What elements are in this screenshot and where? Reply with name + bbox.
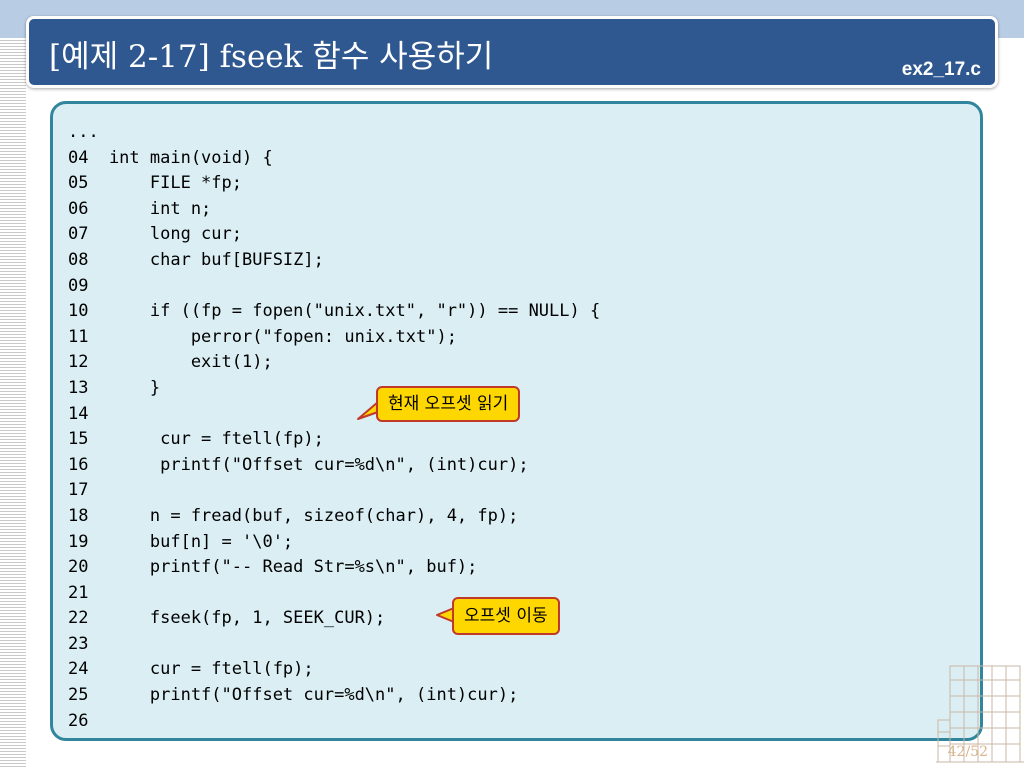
code-line: 17 <box>68 480 89 501</box>
code-line: 23 <box>68 633 89 654</box>
code-line: 11 perror("fopen: unix.txt"); <box>68 326 457 347</box>
code-line: 18 n = fread(buf, sizeof(char), 4, fp); <box>68 505 519 526</box>
page-number: 42/52 <box>947 744 988 760</box>
code-line: 16 printf("Offset cur=%d\n", (int)cur); <box>68 454 529 475</box>
code-line: 25 printf("Offset cur=%d\n", (int)cur); <box>68 685 519 706</box>
code-line: 22 fseek(fp, 1, SEEK_CUR); <box>68 608 386 629</box>
title-bar: [예제 2-17] fseek 함수 사용하기 ex2_17.c <box>26 16 998 88</box>
code-line: 20 printf("-- Read Str=%s\n", buf); <box>68 557 478 578</box>
code-line: 04 int main(void) { <box>68 147 273 168</box>
code-line: ... <box>68 122 99 142</box>
file-name-label: ex2_17.c <box>901 59 981 80</box>
code-line: 07 long cur; <box>68 224 242 245</box>
code-line: 08 char buf[BUFSIZ]; <box>68 249 324 270</box>
left-stripe-decoration <box>0 38 26 768</box>
code-line: 19 buf[n] = '\0'; <box>68 531 294 552</box>
code-line: 15 cur = ftell(fp); <box>68 429 324 450</box>
code-line: 24 cur = ftell(fp); <box>68 659 314 680</box>
building-illustration <box>936 665 1024 763</box>
callout-read-offset: 현재 오프셋 읽기 <box>376 386 521 422</box>
code-line: 06 int n; <box>68 198 212 219</box>
code-line: 12 exit(1); <box>68 352 273 373</box>
code-line: 14 <box>68 403 89 424</box>
code-line: 05 FILE *fp; <box>68 173 242 194</box>
code-line: 10 if ((fp = fopen("unix.txt", "r")) == … <box>68 301 601 322</box>
code-lines: ... 04 int main(void) { 05 FILE *fp; 06 … <box>68 120 600 734</box>
slide-title: [예제 2-17] fseek 함수 사용하기 <box>49 39 494 75</box>
code-line: 26 <box>68 710 89 731</box>
code-line: 13 } <box>68 377 161 398</box>
code-line: 21 <box>68 582 89 603</box>
code-line: 09 <box>68 275 89 296</box>
callout-move-offset: 오프셋 이동 <box>452 597 560 635</box>
